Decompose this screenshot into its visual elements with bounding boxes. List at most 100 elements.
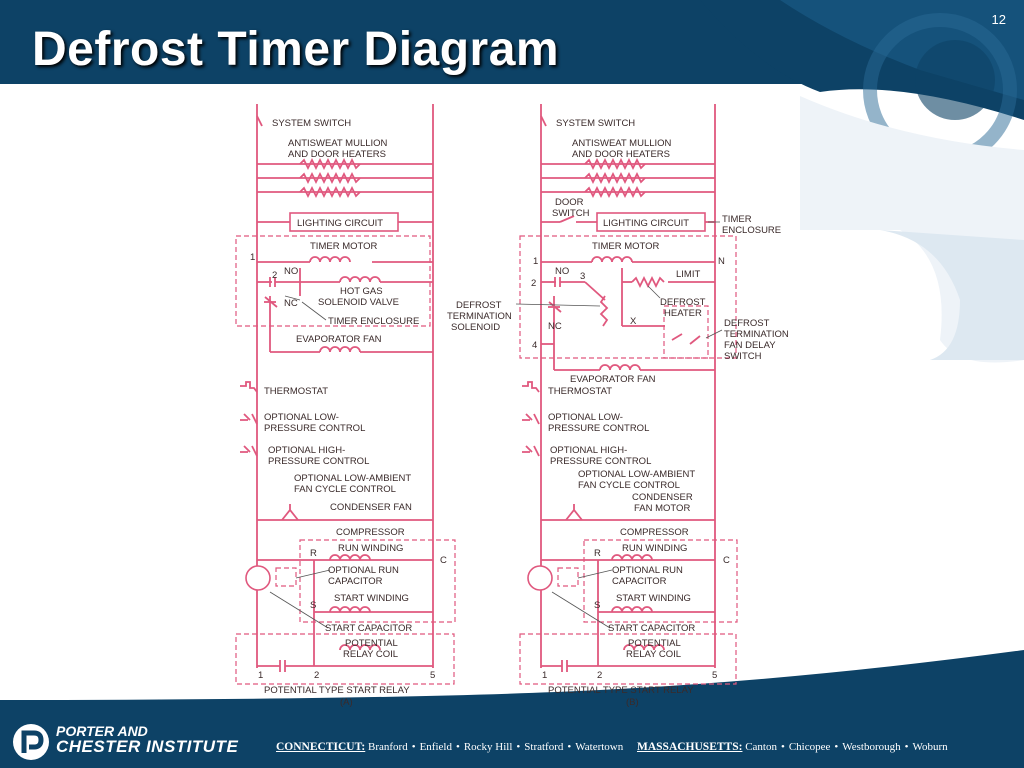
town: Westborough xyxy=(842,741,901,753)
label-potential-1: POTENTIAL xyxy=(345,638,398,649)
separator: • xyxy=(411,741,416,753)
label-nc: NC xyxy=(284,298,298,309)
label-b-dtf-1: DEFROST xyxy=(724,318,770,329)
label-b-timer-enc-2: ENCLOSURE xyxy=(722,225,781,236)
label-r: R xyxy=(310,548,317,559)
separator: • xyxy=(834,741,839,753)
label-run-cap-2: CAPACITOR xyxy=(328,576,383,587)
label-b-b2: 2 xyxy=(597,670,602,681)
label-b-compressor: COMPRESSOR xyxy=(620,527,689,538)
label-b-r: R xyxy=(594,548,601,559)
label-b-system-switch: SYSTEM SWITCH xyxy=(556,118,635,129)
label-evap-fan: EVAPORATOR FAN xyxy=(296,334,382,345)
label-b-door-2: SWITCH xyxy=(552,208,590,219)
label-b-amb-2: FAN CYCLE CONTROL xyxy=(578,480,680,491)
label-b-heater-2: HEATER xyxy=(664,308,702,319)
label-run-winding: RUN WINDING xyxy=(338,543,403,554)
label-b-pot-1: POTENTIAL xyxy=(628,638,681,649)
campus-locations: CONNECTICUT: Branford•Enfield•Rocky Hill… xyxy=(276,741,948,753)
separator: • xyxy=(516,741,521,753)
label-b-no: NO xyxy=(555,266,569,277)
label-b-n: N xyxy=(718,256,725,267)
label-hot-gas-2: SOLENOID VALVE xyxy=(318,297,399,308)
label-antisweat-1: ANTISWEAT MULLION xyxy=(288,138,388,149)
label-antisweat-2: AND DOOR HEATERS xyxy=(288,149,386,160)
label-terminal-1: 1 xyxy=(250,252,255,263)
label-b-x: X xyxy=(630,316,637,327)
label-b-nc: NC xyxy=(548,321,562,332)
label-b-evap-fan: EVAPORATOR FAN xyxy=(570,374,656,385)
label-b-t4: 4 xyxy=(532,340,537,351)
state-massachusetts: MASSACHUSETTS: xyxy=(637,741,743,753)
label-b-antisweat-2: AND DOOR HEATERS xyxy=(572,149,670,160)
label-caption-a: (A) xyxy=(340,697,353,708)
slide-title: Defrost Timer Diagram xyxy=(32,23,560,76)
label-b1: 1 xyxy=(258,670,263,681)
label-condenser-fan: CONDENSER FAN xyxy=(330,502,412,513)
label-c: C xyxy=(440,555,447,566)
label-b-c: C xyxy=(723,555,730,566)
label-low-pressure-2: PRESSURE CONTROL xyxy=(264,423,365,434)
town: Branford xyxy=(368,741,408,753)
label-b-timer-enc-1: TIMER xyxy=(722,214,752,225)
label-b-low-1: OPTIONAL LOW- xyxy=(548,412,623,423)
label-ambient-2: FAN CYCLE CONTROL xyxy=(294,484,396,495)
label-b-antisweat-1: ANTISWEAT MULLION xyxy=(572,138,672,149)
slide-number: 12 xyxy=(991,12,1006,27)
label-b-dts-3: SOLENOID xyxy=(451,322,500,333)
state-connecticut: CONNECTICUT: xyxy=(276,741,366,753)
label-b-cond-1: CONDENSER xyxy=(632,492,693,503)
label-b-thermostat: THERMOSTAT xyxy=(548,386,612,397)
label-thermostat: THERMOSTAT xyxy=(264,386,328,397)
town: Woburn xyxy=(912,741,948,753)
diagram-b: SYSTEM SWITCH ANTISWEAT MULLION AND DOOR… xyxy=(447,104,789,708)
label-b-t1: 1 xyxy=(533,256,538,267)
label-relay: POTENTIAL TYPE START RELAY xyxy=(264,685,410,696)
separator: • xyxy=(780,741,785,753)
label-b-timer-motor: TIMER MOTOR xyxy=(592,241,660,252)
label-timer-motor: TIMER MOTOR xyxy=(310,241,378,252)
town: Canton xyxy=(745,741,777,753)
label-b-dts-2: TERMINATION xyxy=(447,311,512,322)
label-lighting-circuit: LIGHTING CIRCUIT xyxy=(297,218,383,229)
label-b-limit: LIMIT xyxy=(676,269,700,280)
label-s: S xyxy=(310,600,316,611)
institute-line-1: PORTER AND xyxy=(56,723,148,739)
separator: • xyxy=(567,741,572,753)
label-b2: 2 xyxy=(314,670,319,681)
label-b-t2: 2 xyxy=(531,278,536,289)
label-b-dts-1: DEFROST xyxy=(456,300,502,311)
label-b-run-cap-1: OPTIONAL RUN xyxy=(612,565,683,576)
label-high-pressure-2: PRESSURE CONTROL xyxy=(268,456,369,467)
town: Watertown xyxy=(575,741,624,753)
label-b-dtf-3: FAN DELAY xyxy=(724,340,776,351)
town: Rocky Hill xyxy=(463,741,513,753)
label-b-high-2: PRESSURE CONTROL xyxy=(550,456,651,467)
footer-bar xyxy=(0,724,1024,768)
label-low-pressure-1: OPTIONAL LOW- xyxy=(264,412,339,423)
label-b-lighting: LIGHTING CIRCUIT xyxy=(603,218,689,229)
label-b-pot-2: RELAY COIL xyxy=(626,649,681,660)
label-potential-2: RELAY COIL xyxy=(343,649,398,660)
label-hot-gas-1: HOT GAS xyxy=(340,286,383,297)
label-start-winding: START WINDING xyxy=(334,593,409,604)
label-b-relay: POTENTIAL TYPE START RELAY xyxy=(548,685,694,696)
label-b-door-1: DOOR xyxy=(555,197,584,208)
label-ambient-1: OPTIONAL LOW-AMBIENT xyxy=(294,473,411,484)
label-b-heater-1: DEFROST xyxy=(660,297,706,308)
label-timer-enclosure: TIMER ENCLOSURE xyxy=(328,316,419,327)
institute-name: PORTER AND CHESTER INSTITUTE xyxy=(56,723,238,756)
town: Stratford xyxy=(524,741,564,753)
town: Chicopee xyxy=(788,741,831,753)
label-caption-b: (B) xyxy=(626,697,639,708)
town: Enfield xyxy=(419,741,452,753)
label-b-t3: 3 xyxy=(580,271,585,282)
separator: • xyxy=(904,741,909,753)
label-system-switch: SYSTEM SWITCH xyxy=(272,118,351,129)
label-terminal-2: 2 xyxy=(272,270,277,281)
porter-chester-logo-icon xyxy=(13,724,49,760)
label-compressor: COMPRESSOR xyxy=(336,527,405,538)
label-b-b1: 1 xyxy=(542,670,547,681)
